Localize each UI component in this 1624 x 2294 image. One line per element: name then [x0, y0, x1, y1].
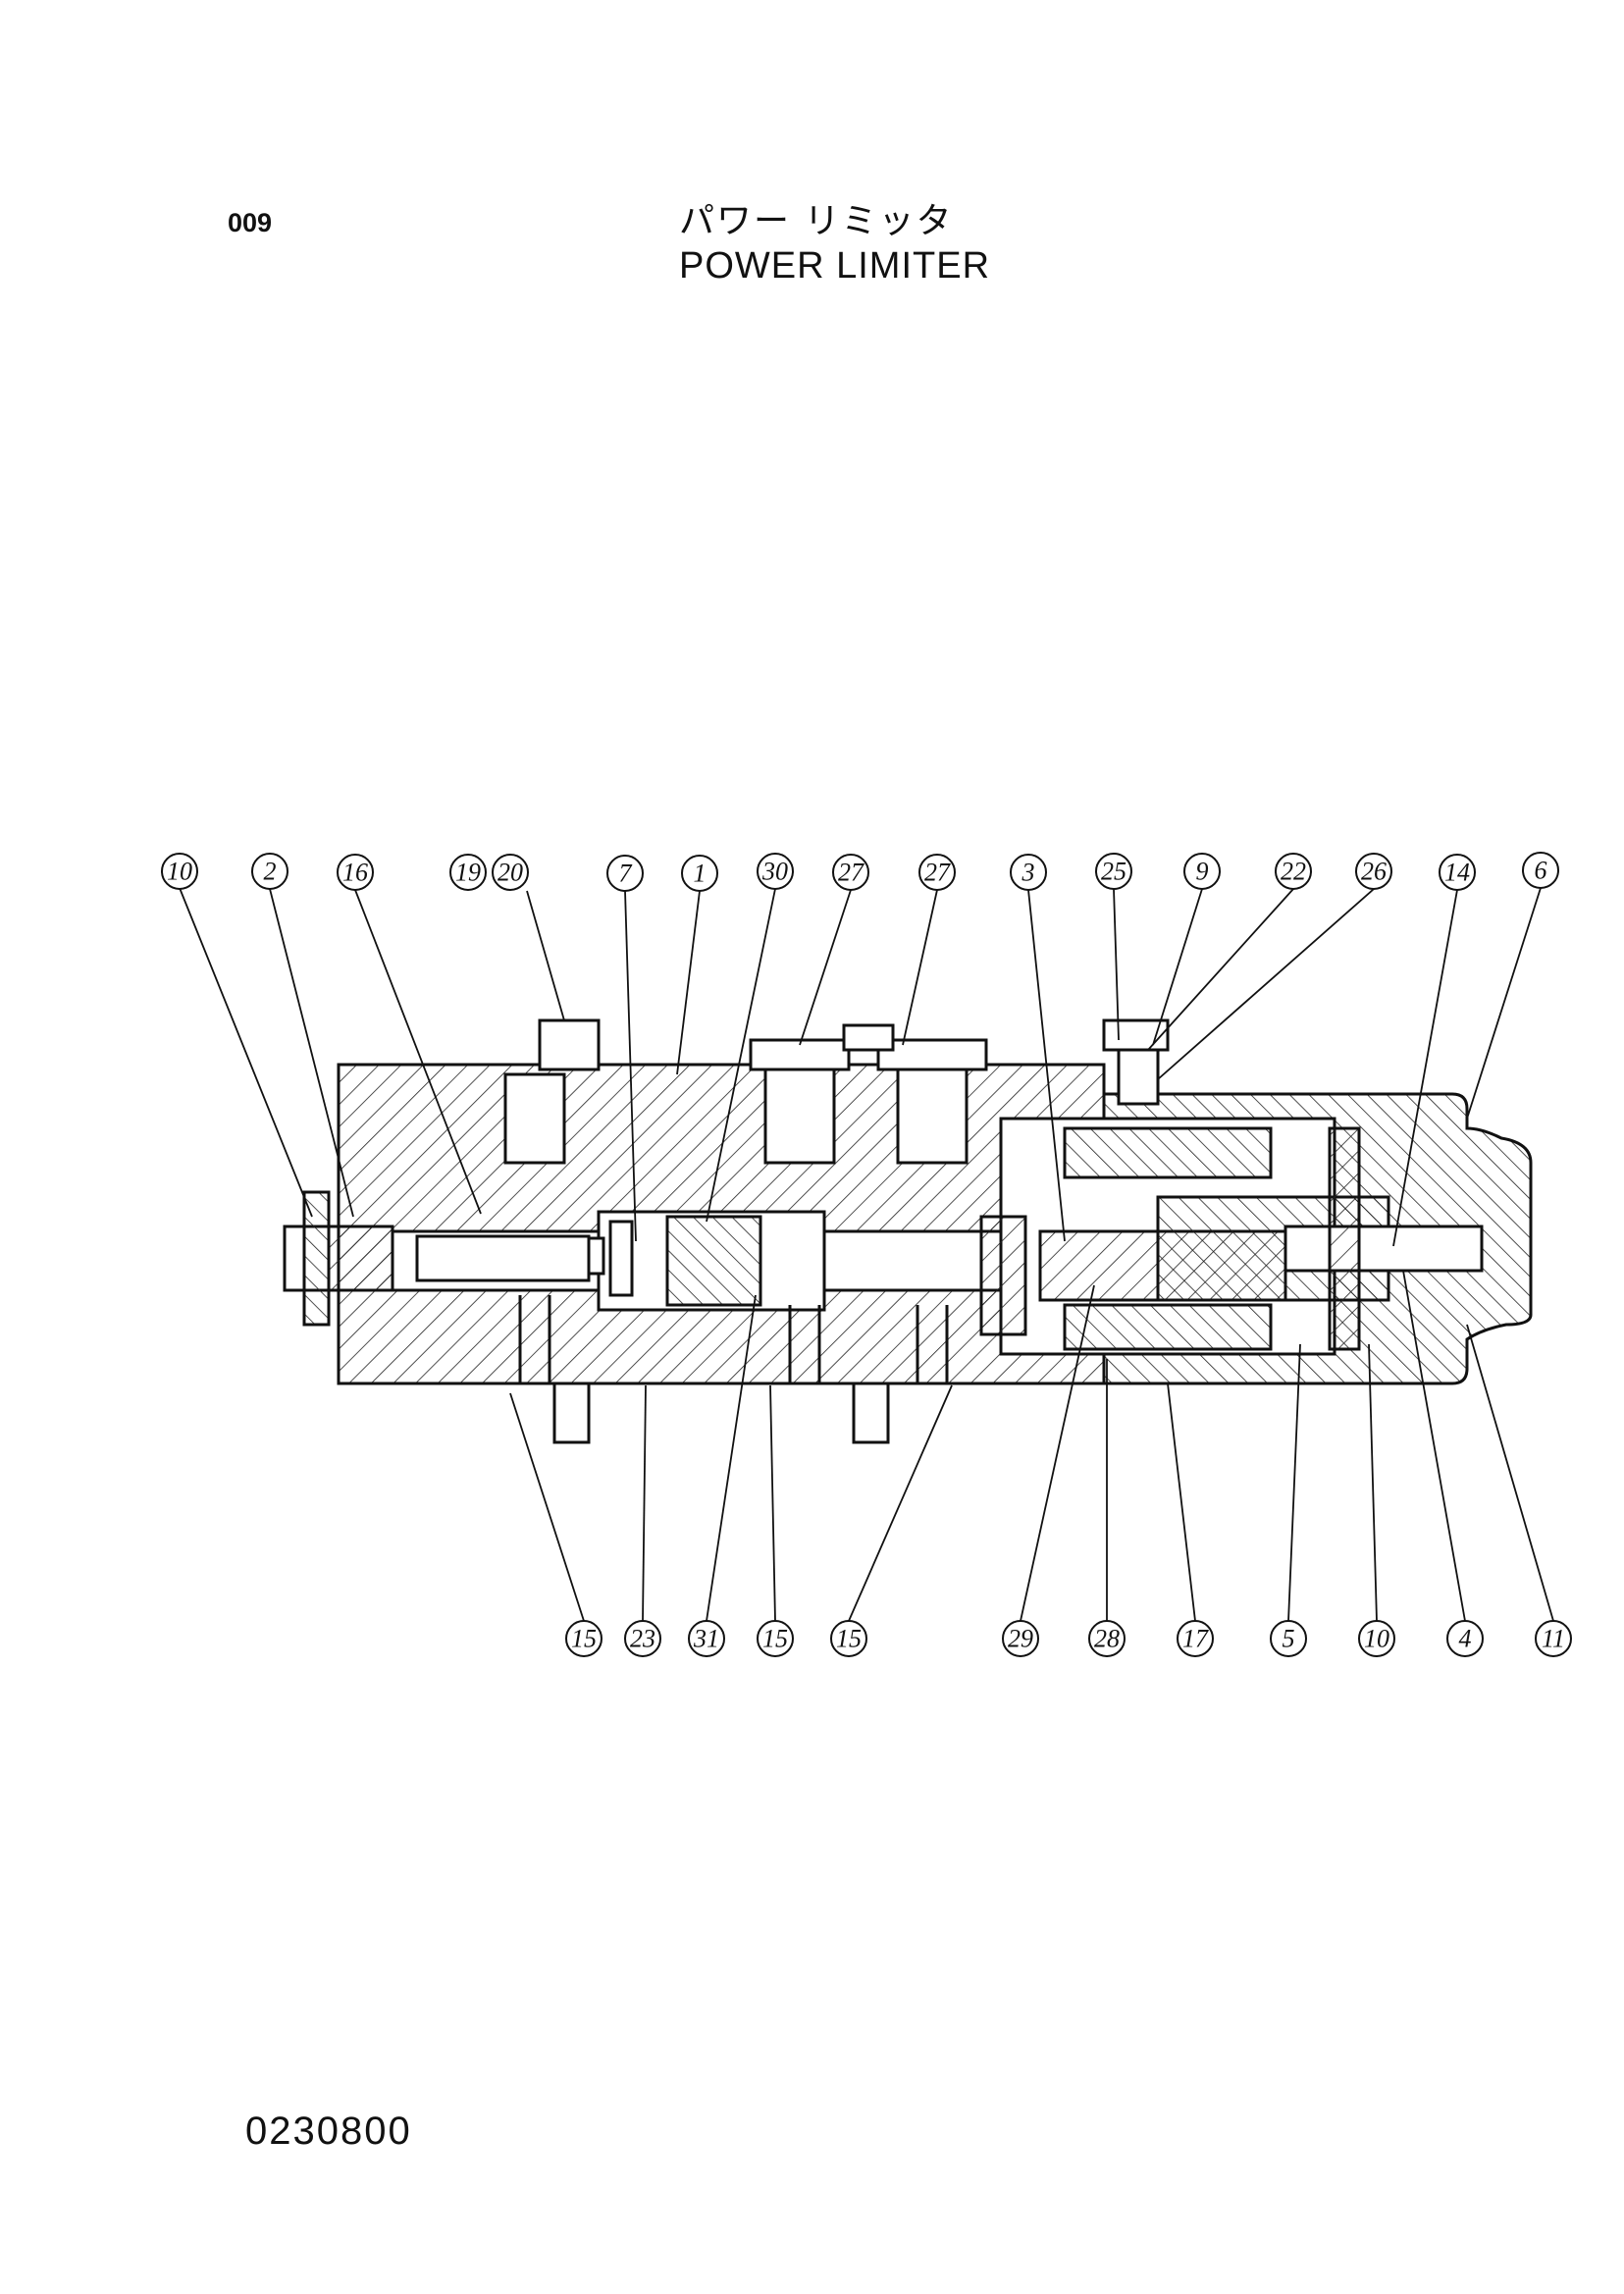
callout-22: 22 [1275, 853, 1312, 890]
svg-text:28: 28 [1094, 1625, 1120, 1653]
svg-text:5: 5 [1283, 1625, 1295, 1653]
svg-text:10: 10 [167, 858, 192, 886]
callout-26: 26 [1355, 853, 1392, 890]
callout-16: 16 [337, 854, 374, 891]
callout-15-b: 15 [757, 1620, 794, 1657]
callout-1: 1 [681, 855, 718, 892]
svg-text:31: 31 [693, 1625, 719, 1653]
drawing-number: 0230800 [245, 2110, 412, 2153]
svg-text:29: 29 [1008, 1625, 1033, 1653]
callout-27-a: 27 [832, 854, 869, 891]
svg-text:26: 26 [1361, 858, 1387, 886]
valve-body [283, 1018, 1533, 1444]
callout-30: 30 [757, 853, 794, 890]
callout-15-c: 15 [830, 1620, 867, 1657]
svg-text:19: 19 [455, 859, 481, 887]
callout-23: 23 [624, 1620, 661, 1657]
callout-2: 2 [251, 853, 288, 890]
svg-text:27: 27 [838, 859, 864, 887]
callout-4: 4 [1446, 1620, 1484, 1657]
svg-text:25: 25 [1101, 858, 1126, 886]
svg-text:15: 15 [571, 1625, 597, 1653]
svg-text:27: 27 [924, 859, 951, 887]
callout-6: 6 [1522, 852, 1559, 889]
svg-text:11: 11 [1542, 1625, 1565, 1653]
svg-text:20: 20 [498, 859, 523, 887]
callout-10-top: 10 [161, 853, 198, 890]
title-english: POWER LIMITER [679, 245, 991, 287]
svg-text:16: 16 [342, 859, 368, 887]
page-number: 009 [228, 208, 273, 237]
callout-20: 20 [492, 854, 529, 891]
svg-text:14: 14 [1444, 859, 1470, 887]
callout-31: 31 [688, 1620, 725, 1657]
svg-text:4: 4 [1459, 1625, 1472, 1653]
callouts-top: 10 2 16 19 20 7 1 30 27 27 3 25 9 22 26 … [161, 852, 1559, 892]
callout-5: 5 [1270, 1620, 1307, 1657]
callout-3: 3 [1010, 854, 1047, 891]
callout-27-b: 27 [918, 854, 956, 891]
callout-25: 25 [1095, 853, 1132, 890]
callout-15-a: 15 [565, 1620, 602, 1657]
svg-text:10: 10 [1364, 1625, 1389, 1653]
svg-text:2: 2 [264, 858, 277, 886]
svg-text:1: 1 [694, 860, 707, 888]
svg-text:15: 15 [762, 1625, 788, 1653]
callout-17: 17 [1177, 1620, 1214, 1657]
svg-text:15: 15 [836, 1625, 862, 1653]
callout-29: 29 [1002, 1620, 1039, 1657]
svg-text:23: 23 [630, 1625, 655, 1653]
callout-19: 19 [449, 854, 487, 891]
callout-10-bottom: 10 [1358, 1620, 1395, 1657]
svg-text:9: 9 [1196, 858, 1209, 886]
callouts-bottom: 15 23 31 15 15 29 28 17 5 10 4 11 [565, 1620, 1572, 1657]
svg-text:17: 17 [1182, 1625, 1209, 1653]
callout-14: 14 [1439, 854, 1476, 891]
callout-28: 28 [1088, 1620, 1126, 1657]
leader-lines [179, 887, 1554, 1622]
callout-11: 11 [1535, 1620, 1572, 1657]
svg-text:30: 30 [761, 858, 788, 886]
title-japanese: パワー リミッタ [679, 201, 954, 241]
callout-9: 9 [1183, 853, 1221, 890]
callout-7: 7 [606, 855, 644, 892]
svg-text:3: 3 [1022, 859, 1035, 887]
svg-text:7: 7 [619, 860, 633, 888]
svg-text:22: 22 [1281, 858, 1306, 886]
svg-text:6: 6 [1535, 857, 1547, 885]
